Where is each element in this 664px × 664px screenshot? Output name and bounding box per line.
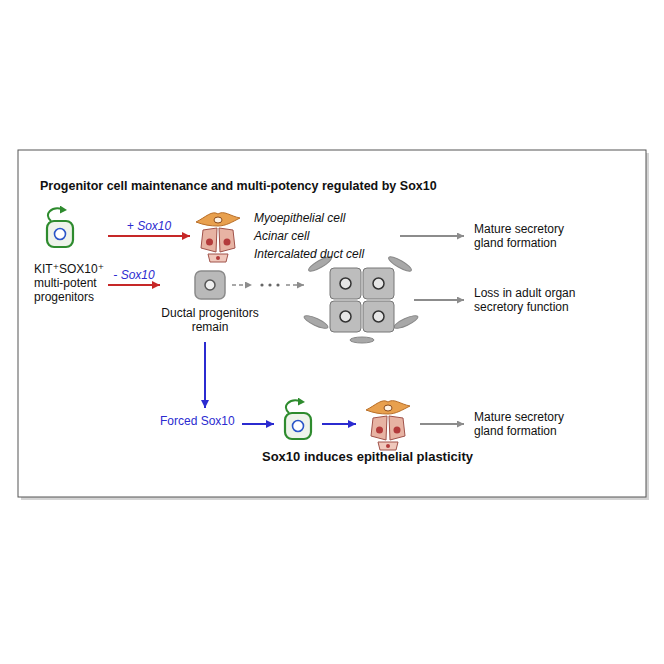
nucleus: [373, 311, 384, 322]
ductal-cell: [363, 268, 394, 299]
spindle-cell: [303, 313, 330, 330]
ductal-cell: [330, 268, 361, 299]
text-label: Mature secretory gland formation: [474, 410, 589, 438]
nucleus: [373, 278, 384, 289]
grey-arrow: [414, 299, 464, 301]
cell-node: Ductal progenitors remain: [160, 268, 260, 334]
blue-arrow: [242, 423, 274, 425]
diagram-title: Progenitor cell maintenance and multi-po…: [40, 179, 437, 193]
ductal-cell-cluster: [303, 254, 420, 343]
cell-illustration: [195, 271, 225, 299]
grey-arrow: [400, 235, 464, 237]
text-label: Loss in adult organ secretory function: [474, 286, 589, 314]
edge-label: + Sox10: [127, 219, 171, 233]
cell-illustration: [196, 213, 240, 262]
cell-illustration: [47, 206, 73, 247]
spindle-cell: [393, 313, 420, 330]
cell-node: Myoepithelial cellAcinar cellIntercalate…: [190, 208, 364, 264]
node-texts: Myoepithelial cellAcinar cellIntercalate…: [254, 209, 364, 263]
text-label: Mature secretory gland formation: [474, 222, 589, 250]
spindle-cell: [350, 337, 374, 343]
progenitor-cell: [285, 398, 311, 440]
ellipsis-dot: [276, 283, 279, 286]
node-texts: KIT⁺SOX10⁺ multi-potent progenitors: [34, 262, 108, 304]
blue-arrow: [322, 423, 356, 425]
cell-icon: [190, 208, 246, 264]
ellipsis-dot: [260, 283, 263, 286]
blue-arrow: [204, 342, 206, 408]
node-label: Acinar cell: [254, 227, 364, 245]
differentiated-cells: [366, 401, 410, 450]
node-texts: Ductal progenitors remain: [160, 306, 260, 334]
grey-arrow: [420, 423, 464, 425]
node-label: Intercalated duct cell: [254, 245, 364, 263]
node-label: Ductal progenitors remain: [160, 306, 260, 334]
node-label: KIT⁺SOX10⁺ multi-potent progenitors: [34, 262, 108, 304]
cell-node: KIT⁺SOX10⁺ multi-potent progenitors: [34, 206, 108, 304]
node-label: Myoepithelial cell: [254, 209, 364, 227]
edge-label: - Sox10: [113, 268, 154, 282]
nucleus: [340, 311, 351, 322]
ellipsis-dot: [268, 283, 271, 286]
panel-border: [18, 150, 646, 497]
cell-icon: [38, 206, 82, 250]
text-label: Forced Sox10: [160, 414, 235, 428]
ductal-cell: [363, 301, 394, 332]
cell-icon: [192, 268, 228, 302]
dashed-arrow: [286, 284, 304, 286]
nucleus: [340, 278, 351, 289]
dashed-arrow: [232, 284, 252, 286]
arrow-connector: [108, 284, 160, 286]
arrow-connector: [108, 235, 190, 237]
ductal-cell: [330, 301, 361, 332]
text-label: Sox10 induces epithelial plasticity: [262, 450, 473, 464]
